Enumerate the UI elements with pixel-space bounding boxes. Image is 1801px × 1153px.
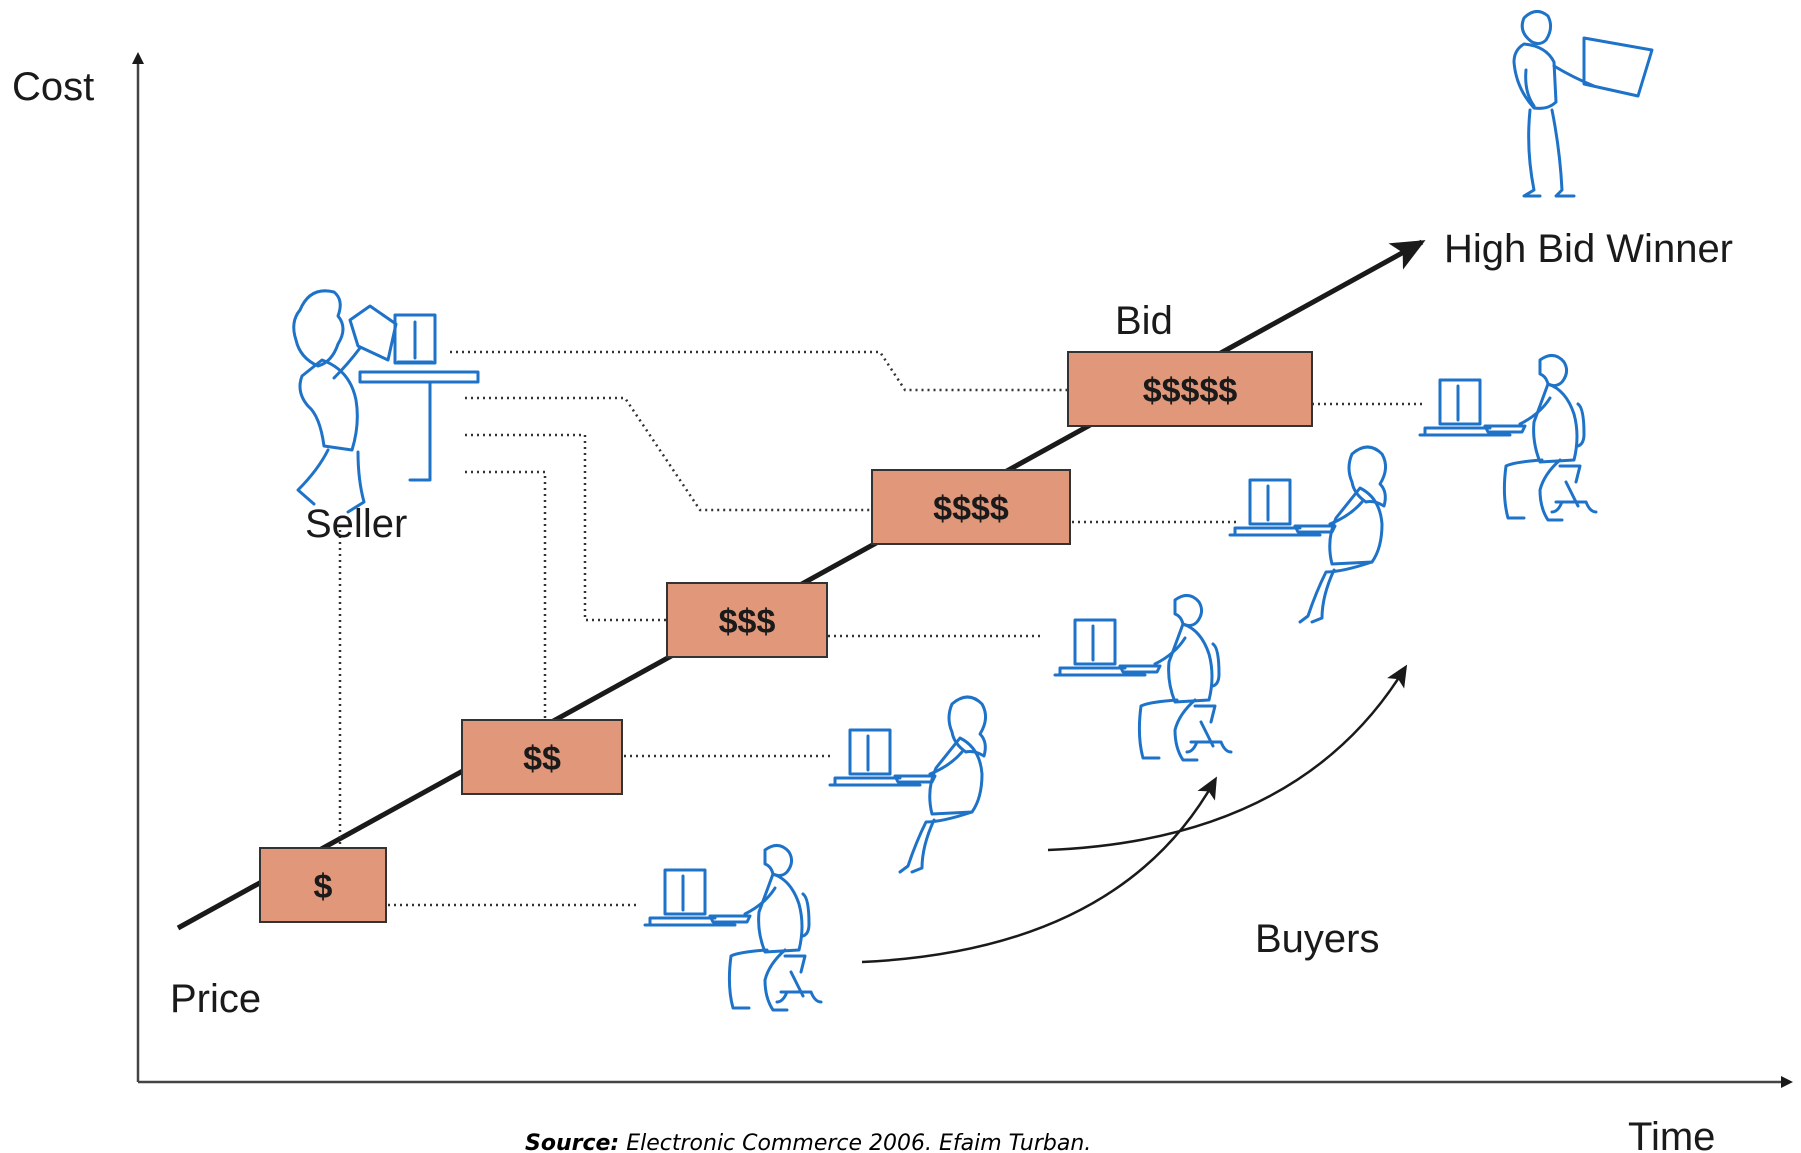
buyer-3 xyxy=(1053,593,1233,762)
bid-label-2: $$ xyxy=(523,740,561,778)
bid-label-3: $$$ xyxy=(719,603,776,641)
bid-box-2: $$ xyxy=(461,719,623,795)
buyer-1 xyxy=(643,843,823,1012)
high-bid-winner-label: High Bid Winner xyxy=(1444,227,1733,271)
bid-label-5: $$$$$ xyxy=(1143,372,1238,410)
bid-label-1: $ xyxy=(314,868,333,906)
buyers-label: Buyers xyxy=(1255,917,1380,961)
buyer-connectors xyxy=(388,402,1425,907)
price-label: Price xyxy=(170,977,261,1021)
buyer-2 xyxy=(828,695,988,874)
source-prefix: Source: xyxy=(525,1131,619,1153)
buyer-4 xyxy=(1228,445,1388,624)
bid-box-5: $$$$$ xyxy=(1067,351,1313,427)
y-axis-label: Cost xyxy=(12,65,94,109)
bid-box-3: $$$ xyxy=(666,582,828,658)
buyers-curve-arrow-1 xyxy=(861,776,1217,964)
bid-label-4: $$$$ xyxy=(933,490,1009,528)
source-text: Electronic Commerce 2006. Efaim Turban. xyxy=(619,1131,1091,1153)
x-axis-label: Time xyxy=(1628,1115,1715,1153)
bid-box-1: $ xyxy=(259,847,387,923)
source-citation: Source: Electronic Commerce 2006. Efaim … xyxy=(525,1131,1091,1153)
seller-figure xyxy=(292,289,480,514)
buyers-curve-arrow-2 xyxy=(1047,664,1408,852)
winner-figure xyxy=(1512,10,1654,198)
bid-label: Bid xyxy=(1115,299,1173,343)
buyer-5 xyxy=(1418,353,1598,522)
seller-connectors xyxy=(338,350,1068,845)
seller-label: Seller xyxy=(305,502,407,546)
bid-box-4: $$$$ xyxy=(871,469,1071,545)
